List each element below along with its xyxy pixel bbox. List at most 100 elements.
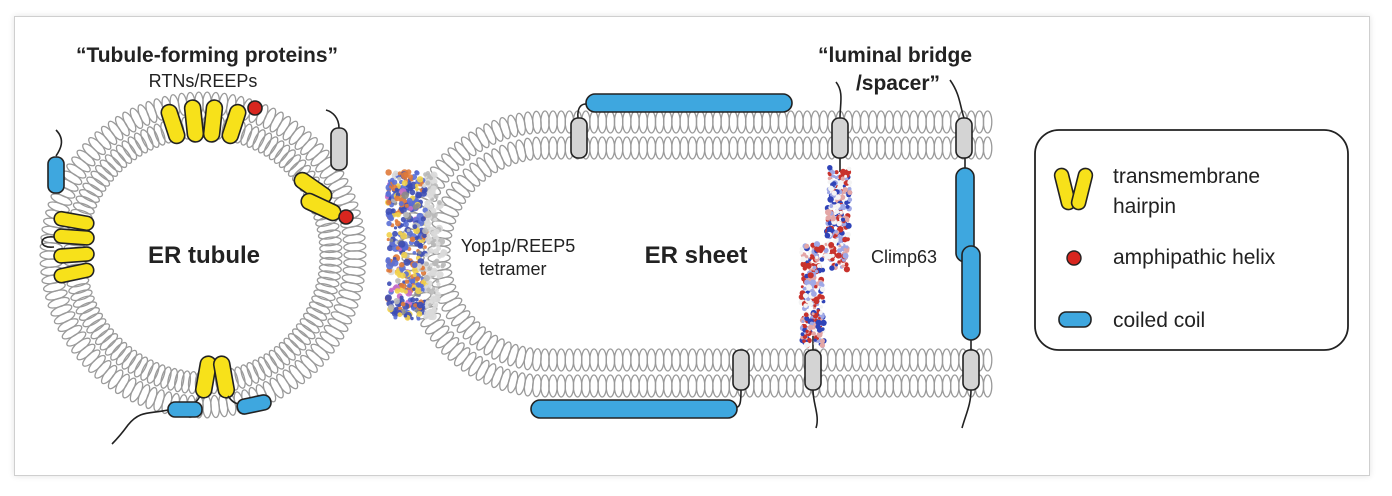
yop1p-surface-point [409, 236, 416, 243]
lipid-molecule [802, 136, 813, 160]
yop1p-surface-point [423, 245, 427, 249]
tubule-bottom-right-coiled-coil [236, 394, 272, 415]
lipid-molecule [308, 301, 331, 315]
tubule-left-coiled-coil [47, 156, 65, 194]
yop1p-surface-point [387, 214, 394, 221]
yop1p-surface-point [395, 212, 401, 218]
lipid-molecule [671, 136, 681, 160]
lipid-molecule [343, 250, 367, 260]
climp63-surface-point [808, 278, 812, 282]
lipid-molecule [638, 374, 649, 398]
yop1p-surface-point [393, 315, 398, 320]
yop1p-surface-point [410, 297, 416, 303]
climp63-surface-point [816, 340, 820, 343]
yop1p-surface-point [398, 240, 406, 248]
lipid-molecule [605, 374, 616, 398]
yop1p-surface-point [425, 171, 430, 176]
climp63-label: Climp63 [871, 247, 937, 267]
climp63-surface-point [840, 217, 846, 222]
climp63-surface-point [828, 185, 834, 192]
yop1p-surface-point [387, 304, 395, 311]
lipid-molecule [736, 110, 747, 134]
yop1p-surface-point [394, 187, 399, 192]
climp63-surface-point [834, 229, 838, 234]
lipid-molecule [925, 110, 936, 134]
lipid-molecule [687, 348, 698, 372]
climp63-surface-point [816, 309, 820, 313]
climp63-surface-point [814, 246, 819, 251]
climp63-surface-point [802, 292, 809, 299]
lipid-molecule [129, 380, 144, 403]
yop1p-surface-point [434, 228, 440, 235]
lipid-molecule [941, 136, 952, 160]
yop1p-surface-point [393, 226, 398, 230]
lipid-molecule [597, 136, 608, 160]
climp63-surface-point [801, 272, 805, 276]
lipid-molecule [252, 129, 266, 151]
lipid-molecule [146, 361, 160, 384]
lipid-molecule [843, 348, 854, 372]
lipid-molecule [475, 359, 490, 381]
lipid-molecule [129, 107, 144, 130]
lipid-molecule [548, 136, 558, 160]
yop1p-surface-point [425, 284, 429, 288]
climp63-surface-point [818, 281, 824, 287]
climp63-surface-point [813, 304, 817, 308]
lipid-molecule [330, 185, 353, 199]
climp63-surface-point [844, 200, 849, 205]
yop1p-surface-point [440, 250, 446, 256]
lipid-molecule [900, 348, 911, 372]
lipid-molecule [851, 374, 862, 398]
yop1p-surface-point [399, 262, 405, 268]
yop1p-surface-point [434, 241, 441, 248]
right-amphipathic-helix [338, 209, 354, 225]
lipid-molecule [572, 348, 583, 372]
yop1p-surface-point [387, 245, 393, 252]
yop1p-surface-point [385, 169, 392, 176]
climp63-surface-point [841, 264, 845, 268]
climp63-surface-point [827, 176, 832, 181]
lipid-molecule [317, 229, 341, 240]
lipid-molecule [153, 389, 165, 412]
climp63-surface-point [802, 286, 807, 291]
lipid-molecule [86, 318, 107, 334]
lipid-molecule [630, 110, 640, 134]
climp63-surface-point [813, 241, 821, 248]
climp63-surface-point [804, 243, 810, 249]
climp63-surface-point [813, 338, 817, 342]
yop1p-surface-point [423, 274, 430, 282]
lipid-molecule [499, 341, 512, 364]
lipid-molecule [630, 136, 640, 160]
climp63-surface-point [812, 265, 817, 270]
lipid-molecule [908, 374, 919, 398]
lipid-molecule [613, 374, 624, 398]
yop1p-surface-point [441, 262, 446, 268]
climp63-surface-point [802, 324, 807, 329]
yop1p-surface-point [386, 220, 392, 227]
lipid-molecule [278, 341, 296, 361]
climp63-surface-point [800, 256, 807, 263]
lipid-molecule [548, 374, 558, 398]
yop1p-surface-point [412, 273, 417, 278]
lipid-molecule [507, 343, 519, 367]
lipid-molecule [180, 370, 192, 394]
yop1p-surface-point [411, 306, 416, 311]
tubule-grey-protein [330, 127, 348, 171]
yop1p-surface-point [412, 287, 416, 291]
lipid-molecule [941, 374, 952, 398]
yop1p-surface-point [422, 227, 429, 235]
lipid-molecule [917, 110, 927, 134]
lipid-molecule [613, 348, 624, 372]
climp63-surface-point [802, 339, 806, 344]
lipid-molecule [53, 311, 76, 325]
lipid-molecule [794, 110, 804, 134]
yop1p-surface-point [408, 183, 413, 188]
climp63-surface-point [845, 216, 850, 221]
climp63-surface-point [830, 215, 836, 222]
yop1p-surface-point [429, 297, 436, 305]
lipid-molecule [785, 374, 796, 398]
lipid-molecule [876, 136, 886, 160]
yop1p-surface-point [415, 203, 421, 208]
yop1p-surface-point [414, 297, 419, 302]
lipid-molecule [70, 289, 93, 302]
